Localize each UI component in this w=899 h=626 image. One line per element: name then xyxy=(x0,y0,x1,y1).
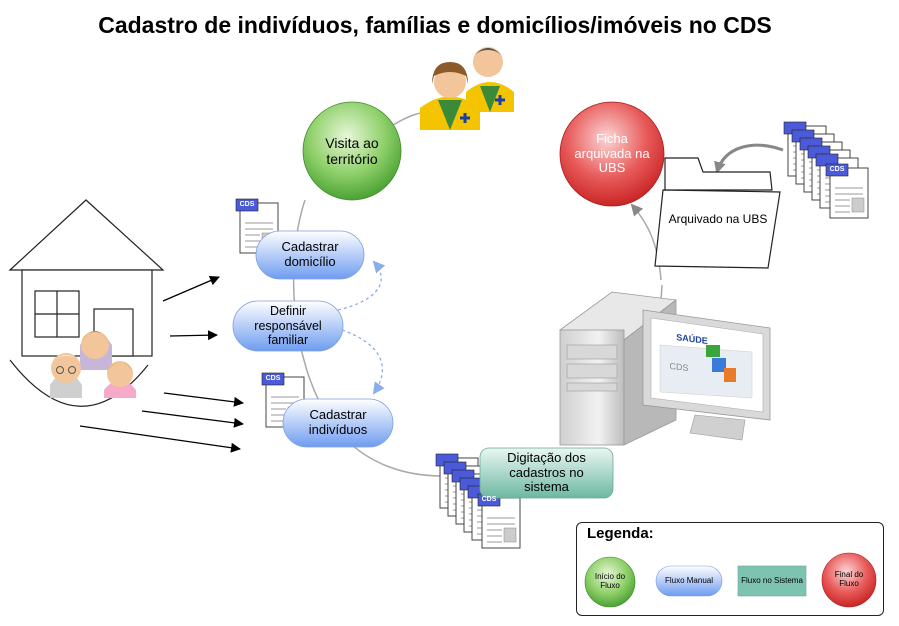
legend-manual-swatch xyxy=(655,565,723,597)
label-visita: Visita ao território xyxy=(325,134,379,167)
diagram-title: Cadastro de indivíduos, famílias e domic… xyxy=(98,12,772,38)
form-tab-label: CDS xyxy=(829,165,845,173)
form-tab-label: CDS xyxy=(265,374,281,382)
legend-end-swatch xyxy=(821,552,877,608)
legend-inicio-label: Início do Fluxo xyxy=(594,572,626,590)
legend-swatches xyxy=(584,552,877,608)
legend-start-swatch xyxy=(584,556,636,608)
form-tab-label: CDS xyxy=(481,495,497,503)
node-definir-responsavel xyxy=(232,300,344,352)
health-agents-icon xyxy=(420,47,514,130)
legend-system-swatch xyxy=(737,565,807,597)
label-ficha-arquivada: Ficha arquivada na UBS xyxy=(574,130,650,176)
house-icon xyxy=(8,199,165,407)
end-node-ficha xyxy=(559,101,665,207)
legend-final-label: Final do Fluxo xyxy=(834,570,864,588)
legend: Legenda: Início do Fluxo Fluxo Manual Fl… xyxy=(576,522,884,616)
form-tab-label: CDS xyxy=(239,200,255,208)
house-arrows xyxy=(79,275,244,453)
folder-icon xyxy=(654,157,781,269)
family-icon xyxy=(50,331,136,398)
archive-arrow xyxy=(714,143,784,174)
label-arquivado: Arquivado na UBS xyxy=(668,212,768,227)
node-cadastrar-individuos xyxy=(282,398,394,448)
dashed-connectors xyxy=(337,260,386,395)
start-node-visita xyxy=(302,101,402,201)
legend-title: Legenda: xyxy=(587,525,654,542)
computer-tower-icon xyxy=(558,291,678,446)
label-definir-responsavel: Definir responsável familiar xyxy=(254,304,322,348)
label-cadastrar-individuos: Cadastrar indivíduos xyxy=(308,407,368,437)
legend-sistema-label: Fluxo no Sistema xyxy=(741,575,803,585)
label-cadastrar-domicilio: Cadastrar domicílio xyxy=(281,239,339,269)
node-digitacao xyxy=(479,447,614,499)
monitor-icon xyxy=(642,309,771,441)
label-digitacao: Digitação dos cadastros no sistema xyxy=(507,449,586,495)
legend-manual-label: Fluxo Manual xyxy=(664,575,714,585)
node-cadastrar-domicilio xyxy=(255,230,365,280)
